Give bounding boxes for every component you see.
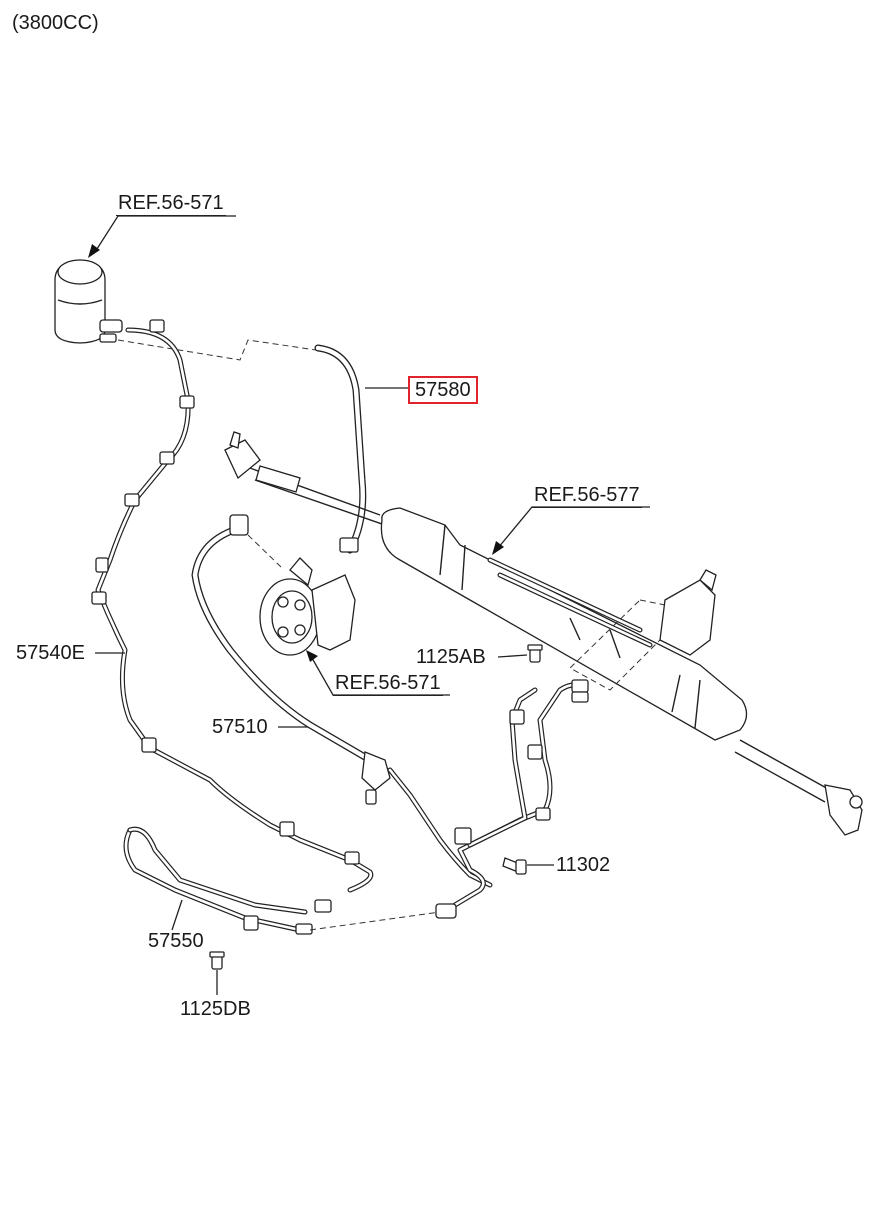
- ref-pump-label[interactable]: REF.56-571: [333, 672, 443, 696]
- tie-rod-left[interactable]: [224, 431, 386, 526]
- part-57540E-label[interactable]: 57540E: [16, 642, 85, 664]
- part-57580-label[interactable]: 57580: [408, 376, 478, 404]
- arrow-ref-pump: [306, 650, 318, 662]
- part-57510-label[interactable]: 57510: [212, 716, 268, 738]
- hose-57510[interactable]: [191, 514, 493, 888]
- engine-spec-label: (3800CC): [12, 12, 99, 34]
- tube-57550[interactable]: [123, 826, 332, 935]
- cooler-link-dashed: [309, 911, 441, 931]
- reservoir-link-dashed: [117, 339, 317, 361]
- bolt-1125AB[interactable]: [527, 644, 543, 663]
- bolt-1125DB[interactable]: [209, 951, 225, 970]
- part-1125DB-label[interactable]: 1125DB: [180, 998, 251, 1020]
- leader-1125AB: [497, 654, 528, 658]
- bolt-11302[interactable]: [502, 857, 527, 875]
- ref-reservoir-label[interactable]: REF.56-571: [116, 192, 226, 216]
- leader-57550: [171, 899, 183, 931]
- part-11302-label[interactable]: 11302: [556, 854, 611, 876]
- pump-link-dashed: [247, 534, 283, 569]
- arrow-ref-gear: [492, 541, 504, 555]
- power-steering-pump[interactable]: [259, 557, 356, 656]
- gear-lines[interactable]: [435, 679, 589, 919]
- part-57550-label[interactable]: 57550: [148, 930, 204, 952]
- reservoir[interactable]: [54, 259, 123, 344]
- leader-ref-reservoir: [94, 215, 236, 253]
- hose-57580[interactable]: [314, 344, 367, 554]
- arrow-ref-reservoir: [88, 244, 100, 258]
- gear-valve-body[interactable]: [487, 557, 717, 691]
- steering-gear-box[interactable]: [380, 507, 863, 836]
- part-1125AB-label[interactable]: 1125AB: [416, 646, 486, 668]
- ref-gear-box-label[interactable]: REF.56-577: [532, 484, 642, 508]
- leader-ref-gear: [497, 506, 650, 549]
- tube-57540E[interactable]: [91, 319, 374, 893]
